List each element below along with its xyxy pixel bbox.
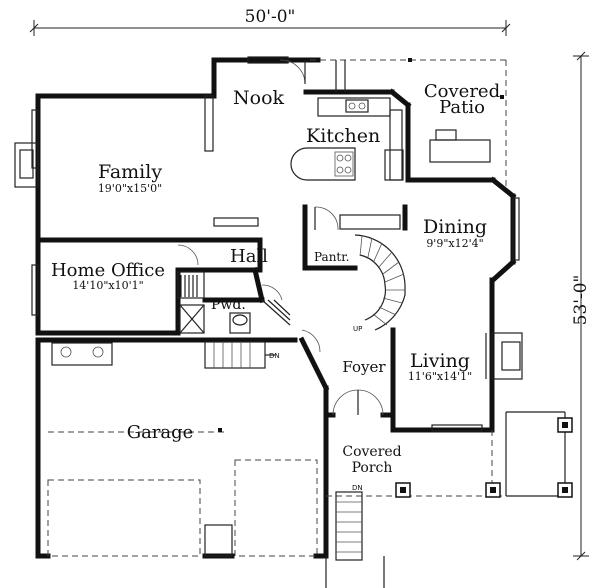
dimension-depth: 53'-0": [571, 51, 591, 561]
living-label: Living: [410, 350, 470, 372]
dining-label: Dining: [423, 216, 487, 238]
living-size: 11'6"x14'1": [408, 370, 472, 383]
walls: [35, 57, 517, 559]
garage-label: Garage: [127, 422, 194, 443]
powder-label: Pwd.: [211, 297, 246, 313]
stair-down-mark-porch: DN: [352, 484, 363, 492]
foyer-label: Foyer: [342, 358, 386, 376]
fixtures: [14, 56, 566, 588]
covered-porch-label-1: Covered: [342, 444, 401, 460]
covered-patio-label-2: Patio: [439, 97, 485, 118]
hall-label: Hall: [230, 246, 268, 267]
dimension-width: 50'-0": [29, 7, 511, 36]
family-size: 19'0"x15'0": [98, 182, 162, 195]
width-dimension-label: 50'-0": [245, 7, 296, 27]
pantry-label: Pantr.: [314, 250, 349, 264]
dining-size: 9'9"x12'4": [426, 237, 483, 250]
kitchen-label: Kitchen: [306, 125, 380, 147]
depth-dimension-label: 53'-0": [571, 275, 591, 326]
home-office-label: Home Office: [51, 260, 165, 281]
porch-posts: [395, 417, 573, 498]
covered-porch-label-2: Porch: [352, 460, 393, 476]
stair-down-mark-hall: DN: [269, 352, 280, 360]
home-office-size: 14'10"x10'1": [72, 279, 143, 292]
family-label: Family: [98, 161, 162, 183]
covered-patio-label-1: Covered: [424, 81, 500, 102]
nook-label: Nook: [233, 87, 285, 109]
stair-up-mark: UP: [353, 325, 362, 333]
